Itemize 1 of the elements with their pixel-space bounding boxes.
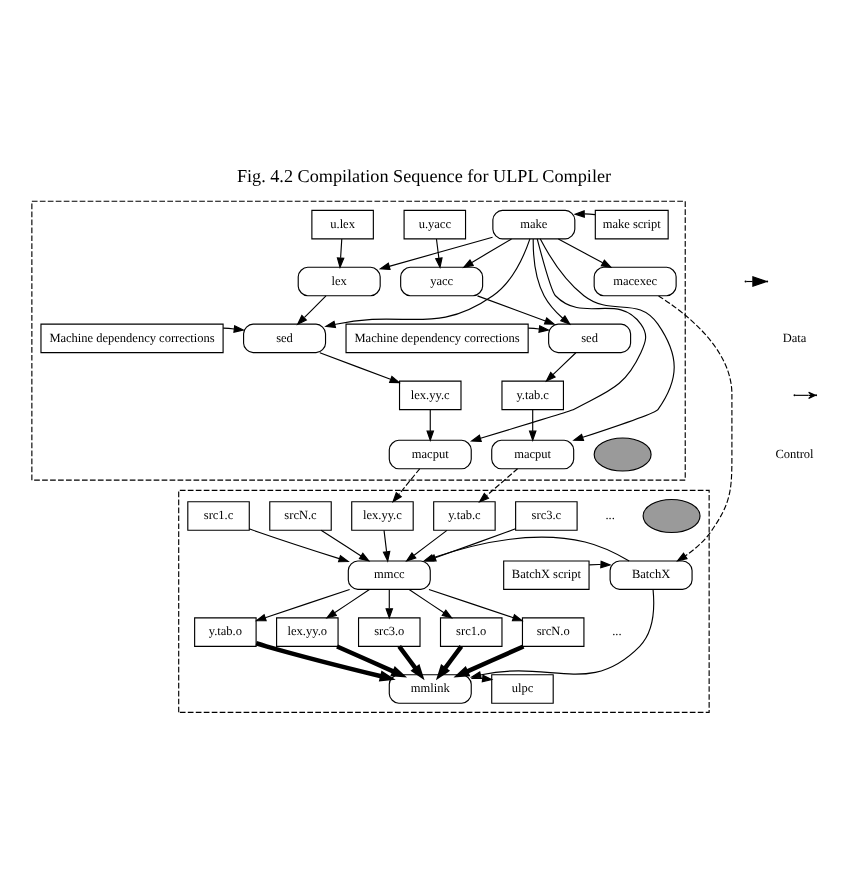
diagram-title: Fig. 4.2 Compilation Sequence for ULPL Compiler xyxy=(235,164,611,185)
